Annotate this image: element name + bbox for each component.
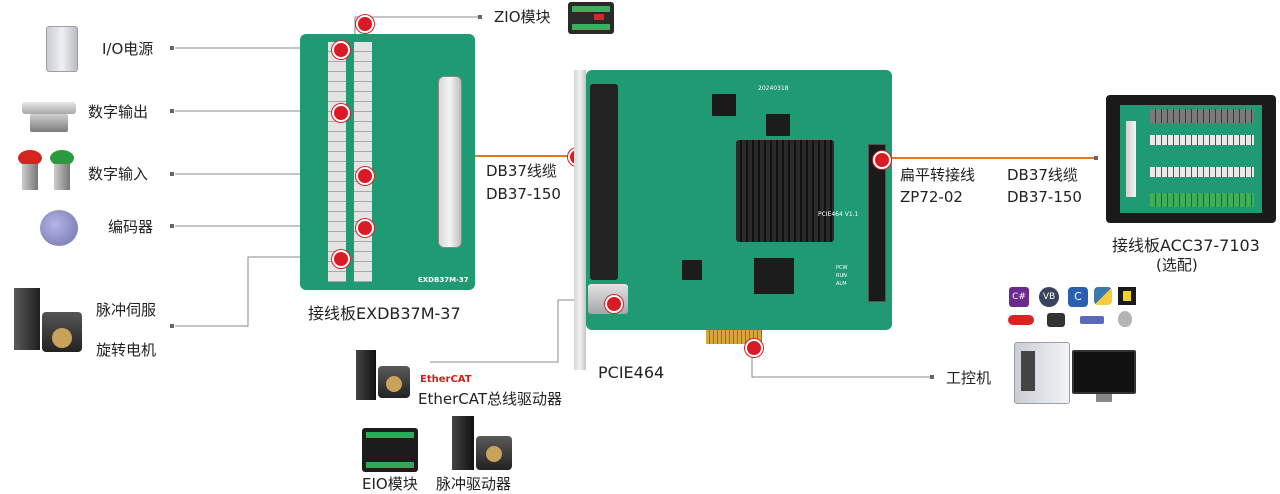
ethercat-logo-text: EtherCAT [420,374,472,385]
cable1-label-line1: DB37线缆 [486,162,557,180]
flat-cable-label-line1: 扁平转接线 [900,166,976,184]
terminal-block [1150,193,1254,207]
marker-dot [873,151,891,169]
marker-dot [332,250,350,268]
eio-module-label: EIO模块 [362,475,418,493]
industrial-pc-icon [1014,342,1070,404]
ethercat-logo: EtherCAT [420,374,472,385]
pulse-driver-label: 脉冲驱动器 [436,475,512,493]
heatsink [736,140,834,242]
led-run-label: RUN [836,273,847,279]
led-alm-label: ALM [836,281,847,287]
vb-logo-icon: VB [1039,287,1059,307]
acc37-7103-board [1106,95,1276,223]
breakout-board-label: 接线板EXDB37M-37 [308,304,461,323]
encoder-label: 编码器 [108,218,154,236]
servo-label-line2: 旋转电机 [96,341,157,359]
servo-label-line1: 脉冲伺服 [96,301,157,319]
card-date-silk: 20240318 [758,85,789,92]
power-supply-icon [46,26,78,72]
breakout-board-exdb37m: EXDB37M-37 [300,34,475,290]
chip [766,114,790,136]
marker-dot [356,167,374,185]
marker-dot [745,339,763,357]
chip [682,260,702,280]
zio-module-label: ZIO模块 [494,8,551,26]
dotnet-logo-icon [1080,316,1104,324]
monitor-icon [1072,350,1136,402]
marker-dot [605,295,623,313]
cable1-label-line2: DB37-150 [486,185,561,203]
acc-board-label-line1: 接线板ACC37-7103 [1112,236,1260,255]
breakout-board-silk: EXDB37M-37 [418,276,469,284]
marker-dot [356,219,374,237]
pulse-driver-icon [452,416,516,470]
cylinder-valve-icon [22,98,76,134]
fpga-chip [754,258,794,294]
card-name-label: PCIE464 [598,363,665,382]
delphi-logo-icon [1008,315,1034,325]
python-logo-icon [1094,287,1112,305]
terminal-block-right [354,42,372,282]
dip-switch [712,94,736,116]
apple-logo-icon [1118,311,1132,327]
encoder-icon [40,210,78,246]
marker-dot [332,104,350,122]
db37-connector [438,76,462,248]
csharp-logo-icon: C# [1009,287,1029,307]
terminal-block [1150,167,1254,177]
cable2-label-line1: DB37线缆 [1007,166,1078,184]
led-pcw-label: PCW [836,265,848,271]
ipc-label: 工控机 [946,369,992,387]
digital-input-label: 数字输入 [88,165,149,183]
acc-board-label-line2: (选配) [1156,256,1198,274]
ribbon-header [868,144,886,302]
terminal-block-left [328,42,346,282]
cable2-label-line2: DB37-150 [1007,188,1082,206]
eio-module-icon [362,428,418,472]
terminal-block [1150,135,1254,145]
io-power-label: I/O电源 [102,40,154,58]
db37-header [590,84,618,280]
ethercat-driver-label: EtherCAT总线驱动器 [418,390,562,408]
digital-output-label: 数字输出 [88,103,149,121]
servo-motor-icon [14,288,84,356]
linux-logo-icon [1047,313,1065,327]
ethercat-driver-icon [356,350,414,400]
c-logo-icon: C [1068,287,1088,307]
pcie464-card: 20240318 PCIE464 V1.1 PCW RUN ALM [586,70,892,344]
pcie-bracket [574,70,586,370]
labview-logo-icon [1118,287,1136,305]
push-buttons-icon [18,150,78,192]
marker-dot [332,41,350,59]
marker-dot [356,15,374,33]
db37-connector [1126,121,1136,197]
terminal-block [1150,109,1254,123]
flat-cable-label-line2: ZP72-02 [900,188,963,206]
card-version-silk: PCIE464 V1.1 [818,211,859,218]
zio-module-icon [568,2,614,34]
